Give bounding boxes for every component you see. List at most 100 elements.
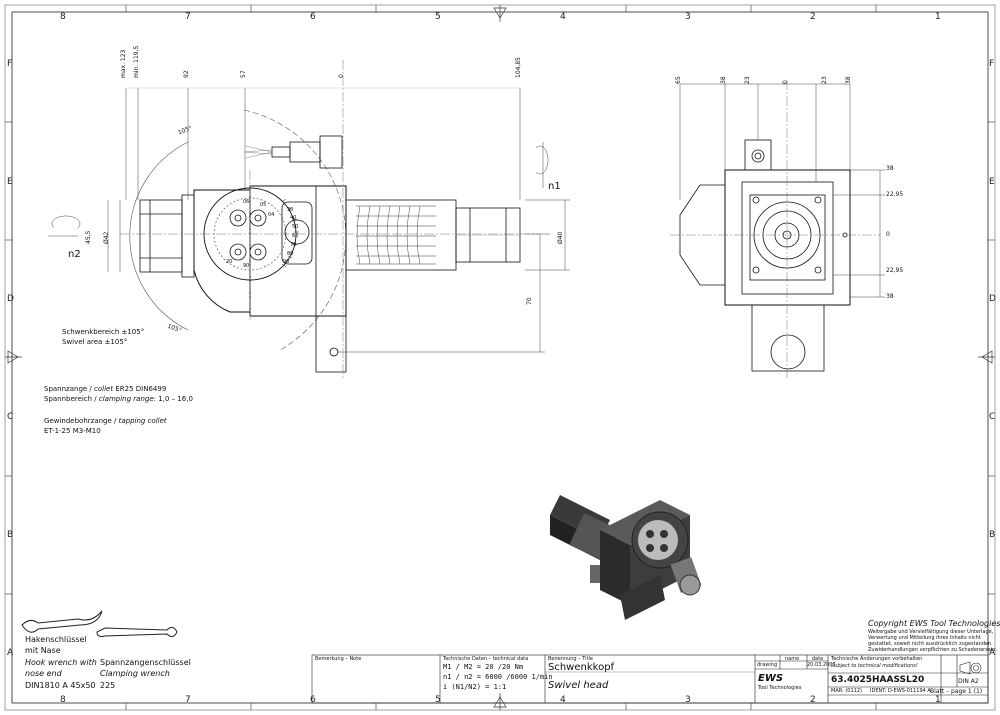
grid-row-d-left: D [7,294,14,304]
ews-logo: EWS [758,673,784,684]
dim-0-front: 0 [338,74,345,78]
note-collet-val: ER25 DIN6499 [115,385,167,393]
changes-de: Technische Änderungen vorbehalten [831,656,923,662]
grid-row-c-right: C [989,412,996,422]
dim-0-vert: 0 [886,231,890,238]
dim-38-b: 38 [845,76,852,84]
col-name: name [785,656,800,662]
grid-col-7-top: 7 [185,12,191,22]
dial-label-90: 90 [243,263,250,269]
dial-label-90b: 90 [283,259,290,265]
dim-23-a: 23 [744,76,751,84]
note-swivel-en: Swivel area ±105° [62,338,128,346]
grid-row-d-right: D [989,294,996,304]
copyright-line-4: Zuwiderhandlungen verpflichten zu Schade… [868,647,998,653]
techdata-label: Technische Daten – technical data [443,656,529,662]
grid-row-e-left: E [7,177,13,187]
tech-m: M1 / M2 = 20 /20 Nm [443,663,524,671]
title-label: Benennung – Title [548,656,593,662]
tech-n: n1 / n2 = 6000 /6000 1/min [443,673,553,681]
paper-format: DIN A2 [958,678,979,685]
grid-row-b-right: B [989,530,996,540]
ews-logo-sub: Tool Technologies [758,685,802,691]
dim-38-top: 38 [886,165,894,172]
grid-col-4-bottom: 4 [560,695,566,705]
grid-col-3-bottom: 3 [685,695,691,705]
note-tap-de: Gewindebohrzange / [44,417,117,425]
remarks-label: Bemerkung – Note [315,656,362,662]
grid-row-c-left: C [7,412,14,422]
note-swivel-de: Schwenkbereich ±105° [62,328,145,336]
grid-row-f-left: F [7,59,13,69]
grid-col-3-top: 3 [685,12,691,22]
note-range-en: clamping range [98,395,154,403]
grid-col-1-bottom: 1 [935,695,941,705]
grid-col-7-bottom: 7 [185,695,191,705]
copyright-line-1: Weitergabe und Vervielfältigung dieser U… [868,629,994,635]
note-range-val: : 1,0 – 16,0 [153,395,193,403]
dim-0-side: 0 [782,80,789,84]
hook-wrench-de-2: mit Nase [25,646,61,655]
grid-col-5-bottom: 5 [435,695,441,705]
dial-label-05: 05 [260,202,267,208]
sheet-number: Blatt – page 1 (1) [930,688,983,695]
grid-row-e-right: E [989,177,995,187]
dim-min-119: min. 119,5 [133,45,140,78]
dim-70: 70 [526,297,533,305]
tech-i: i (N1/N2) = 1:1 [443,683,507,691]
dim-65: 65 [675,76,682,84]
hook-wrench-de-1: Hakenschlüssel [25,635,87,644]
dim-57: 57 [240,70,247,78]
grid-row-f-right: F [989,59,995,69]
dial-label-80: 80 [287,251,294,257]
dim-23-b: 23 [821,76,828,84]
hook-wrench-en-2: nose end [25,669,62,678]
dial-label-30: 30 [287,207,294,213]
dim-38-bottom: 38 [886,293,894,300]
note-tap-val: ET-1-25 M3-M10 [44,427,101,435]
dim-38-a: 38 [720,76,727,84]
dial-label-40: 40 [290,215,297,221]
dim-92: 92 [183,70,190,78]
clamp-wrench-de: Spannzangenschlüssel [100,658,191,667]
wrench-icons [21,610,178,638]
copyright-line-2: Verwertung und Mitteilung ihres Inhalts … [868,635,981,641]
grid-col-5-top: 5 [435,12,441,22]
note-range: Spannbereich / clamping range: 1,0 – 16,… [44,396,193,403]
grid-col-6-bottom: 6 [310,695,316,705]
note-tapping: Gewindebohrzange / tapping collet [44,418,167,425]
copyright-title: Copyright EWS Tool Technologies [868,619,1000,628]
note-tap-en: tapping collet [118,417,167,425]
dial-label-06: 06 [243,199,250,205]
note-collet: Spannzange / collet ER25 DIN6499 [44,386,166,393]
note-collet-de: Spannzange / [44,385,92,393]
n1-label: n1 [548,181,561,192]
grid-row-a-left: A [7,648,14,658]
note-range-de: Spannbereich / [44,395,97,403]
grid-col-1-top: 1 [935,12,941,22]
ident-code: IDENT: D-EWS-011194 A [870,688,931,694]
n2-label: n2 [68,249,81,260]
dim-45-5: 45,5 [85,230,92,244]
hook-wrench-en-1: Hook wrench with [25,658,97,667]
dim-phi-40: Ø40 [557,231,564,244]
part-number: 63.4025HAASSL20 [831,675,925,685]
dial-label-50: 50 [292,224,299,230]
mar-code: MAR: (0112) [831,688,862,694]
dial-label-20: 20 [226,259,233,265]
col-date: date [812,656,824,662]
grid-col-2-top: 2 [810,12,816,22]
title-de: Schwenkkopf [548,662,615,673]
note-collet-en: collet [94,385,114,393]
grid-col-8-bottom: 8 [60,695,66,705]
dim-max-123: max. 123 [120,49,127,78]
drawing-date: 20.03.2007 [807,662,836,668]
copyright-line-3: gestattet, soweit nicht ausdrücklich zug… [868,641,993,647]
grid-row-b-left: B [7,530,14,540]
grid-row-a-right: A [989,648,996,658]
grid-col-8-top: 8 [60,12,66,22]
clamp-wrench-num: 225 [100,681,116,690]
grid-col-4-top: 4 [560,12,566,22]
dial-label-70: 70 [290,242,297,248]
